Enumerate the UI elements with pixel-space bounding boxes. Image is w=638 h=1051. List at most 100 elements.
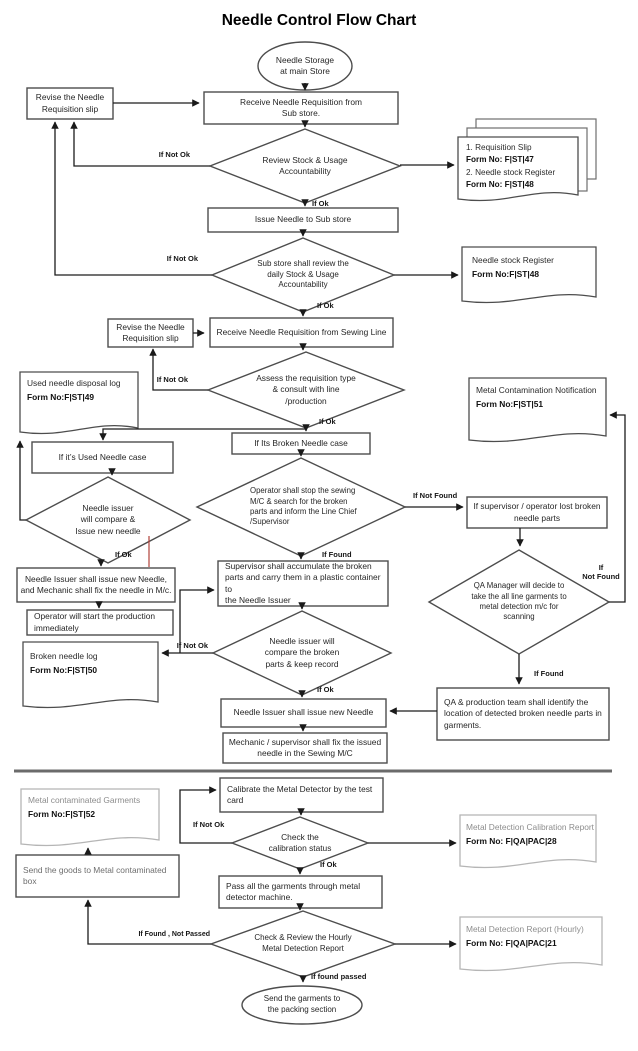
- edge-label-not-ok-review: If Not Ok: [158, 150, 190, 159]
- edge-label-found-qa: If Found: [534, 669, 564, 678]
- qa-manager-label: QA Manager will decide to take the all l…: [471, 581, 567, 622]
- edge-label-ok-assess: If Ok: [319, 417, 336, 426]
- issue-substore-label: Issue Needle to Sub store: [254, 214, 352, 225]
- broken-log-doc-text: Broken needle log Form No:F|ST|50: [30, 650, 150, 677]
- substore-review-label: Sub store shall review the daily Stock &…: [257, 259, 349, 290]
- edge-label-not-found-operator: If Not Found: [413, 491, 458, 500]
- receive-substore-box: [203, 91, 399, 125]
- disposal-log-doc: [19, 371, 139, 435]
- calibration-report-doc-text: Metal Detection Calibration Report Form …: [466, 821, 594, 848]
- doc-line: Broken needle log: [30, 651, 98, 661]
- stock-register-doc-text: Needle stock Register Form No:F|ST|48: [472, 254, 592, 281]
- doc-line: Used needle disposal log: [27, 378, 121, 388]
- edge-comparebroken-notok-loop: [179, 586, 215, 653]
- calibrate-box: [219, 777, 384, 813]
- doc-form-no: Form No: F|ST|47: [466, 155, 534, 165]
- contamination-doc-text: Metal Contamination Notification Form No…: [476, 384, 604, 411]
- edge-label-not-ok-calibration: If Not Ok: [193, 820, 225, 829]
- edge-label-ok-review: If Ok: [312, 199, 329, 208]
- check-calibration-label: Check the calibration status: [268, 831, 332, 853]
- edge-label-if-not-found-qa: If Not Found: [582, 563, 620, 581]
- doc-form-no: Form No: F|QA|PAC|21: [466, 937, 557, 948]
- broken-case-label: If Its Broken Needle case: [254, 437, 348, 448]
- edge-label-found-not-passed: If Found , Not Passed: [138, 931, 210, 938]
- send-goods-label: Send the goods to Metal contaminated box: [23, 864, 167, 886]
- doc-form-no: Form No:F|ST|48: [472, 268, 540, 279]
- receive-sewing-label: Receive Needle Requisition from Sewing L…: [216, 326, 387, 337]
- broken-log-doc: [22, 641, 159, 709]
- doc-form-no: Form No:F|ST|52: [28, 808, 96, 819]
- start-terminator-label: Needle Storage at main Store: [275, 54, 335, 76]
- edge-label-not-ok-substore: If Not Ok: [166, 254, 198, 263]
- doc-form-no: Form No:F|ST|50: [30, 664, 98, 675]
- receive-substore-label: Receive Needle Requisition from Sub stor…: [240, 96, 362, 118]
- hourly-review-label: Check & Review the Hourly Metal Detectio…: [254, 933, 352, 953]
- edge-substore-notok: [51, 121, 212, 276]
- doc-line: Metal Detection Report (Hourly): [466, 924, 584, 934]
- edge-hourly-foundnotpassed: [84, 899, 211, 945]
- contaminated-garments-doc-text: Metal contaminated Garments Form No:F|ST…: [28, 794, 156, 821]
- doc-form-no: Form No: F|ST|48: [466, 179, 534, 189]
- mechanic-fix-label: Mechanic / supervisor shall fix the issu…: [228, 736, 382, 758]
- operator-stop-label: Operator shall stop the sewing M/C & sea…: [250, 486, 357, 527]
- receive-sewing-box: [209, 317, 394, 348]
- qa-identify-box: [436, 687, 610, 741]
- disposal-log-doc-text: Used needle disposal log Form No:F|ST|49: [27, 377, 135, 404]
- requisition-slip-doc-text: 1. Requisition Slip Form No: F|ST|47 2. …: [466, 142, 574, 191]
- end-terminator: [241, 985, 363, 1025]
- edge-label-found-passed: If found passed: [311, 972, 367, 981]
- doc-line: 2. Needle stock Register: [466, 167, 556, 177]
- review-stock-label: Review Stock & Usage Accountability: [262, 154, 348, 176]
- pass-garments-label: Pass all the garments through metal dete…: [226, 880, 361, 902]
- doc-line: 1. Requisition Slip: [466, 143, 532, 152]
- send-goods-box: [15, 854, 180, 898]
- doc-line: Metal Detection Calibration Report: [466, 822, 595, 832]
- calibrate-label: Calibrate the Metal Detector by the test…: [227, 783, 373, 805]
- revise-slip-2-label: Revise the Needle Requisition slip: [116, 321, 185, 343]
- stock-register-doc: [461, 246, 597, 304]
- used-case-label: If it’s Used Needle case: [58, 451, 147, 462]
- edge-label-ok-compare-issue: If Ok: [115, 550, 132, 559]
- edge-review-notok: [70, 121, 210, 167]
- operator-start-label: Operator will start the production immed…: [34, 611, 156, 633]
- compare-issue-label: Needle issuer will compare & Issue new n…: [75, 503, 141, 536]
- edge-label-found-operator: If Found: [322, 550, 352, 559]
- edge-label-not-ok-compare: If Not Ok: [176, 641, 208, 650]
- mechanic-fix-box: [222, 732, 388, 764]
- issuer-fix-label: Needle Issuer shall issue new Needle, an…: [20, 573, 172, 595]
- revise-slip-1-label: Revise the Needle Requisition slip: [35, 92, 105, 114]
- edge-qamanager-notfound: [609, 411, 626, 603]
- edge-assess-ok-left: [99, 428, 306, 441]
- edge-compare-to-disposal-log: [16, 440, 26, 521]
- used-case-box: [31, 441, 174, 474]
- compare-broken-label: Needle issuer will compare the broken pa…: [264, 636, 340, 669]
- doc-line: Metal Contamination Notification: [476, 385, 597, 395]
- doc-form-no: Form No:F|ST|51: [476, 398, 544, 409]
- hourly-report-doc: [459, 916, 603, 972]
- edge-calibration-notok-loop: [179, 786, 232, 844]
- edge-label-not-ok-assess: If Not Ok: [156, 375, 188, 384]
- issuer-new-label: Needle Issuer shall issue new Needle: [233, 707, 374, 718]
- supervisor-accumulate-label: Supervisor shall accumulate the broken p…: [225, 561, 381, 605]
- operator-start-box: [26, 609, 174, 636]
- issuer-fix-box: [16, 567, 176, 603]
- calibration-report-doc: [459, 814, 597, 869]
- pass-garments-box: [218, 875, 383, 909]
- contaminated-garments-doc: [20, 788, 160, 847]
- supervisor-lost-box: [466, 496, 608, 529]
- doc-line: Needle stock Register: [472, 255, 554, 265]
- page-title: Needle Control Flow Chart: [221, 12, 417, 29]
- doc-form-no: Form No: F|QA|PAC|28: [466, 835, 557, 846]
- doc-line: Metal contaminated Garments: [28, 795, 141, 805]
- edge-assess-notok: [149, 348, 208, 391]
- supervisor-lost-label: If supervisor / operator lost broken nee…: [473, 501, 601, 523]
- assess-label: Assess the requisition type & consult wi…: [256, 373, 356, 406]
- edge-label-ok-substore: If Ok: [317, 301, 334, 310]
- supervisor-accumulate-box: [217, 560, 389, 607]
- hourly-report-doc-text: Metal Detection Report (Hourly) Form No:…: [466, 923, 598, 950]
- end-terminator-label: Send the garments to the packing section: [263, 994, 341, 1014]
- qa-identify-label: QA & production team shall identify the …: [444, 697, 602, 730]
- contamination-doc: [468, 377, 607, 443]
